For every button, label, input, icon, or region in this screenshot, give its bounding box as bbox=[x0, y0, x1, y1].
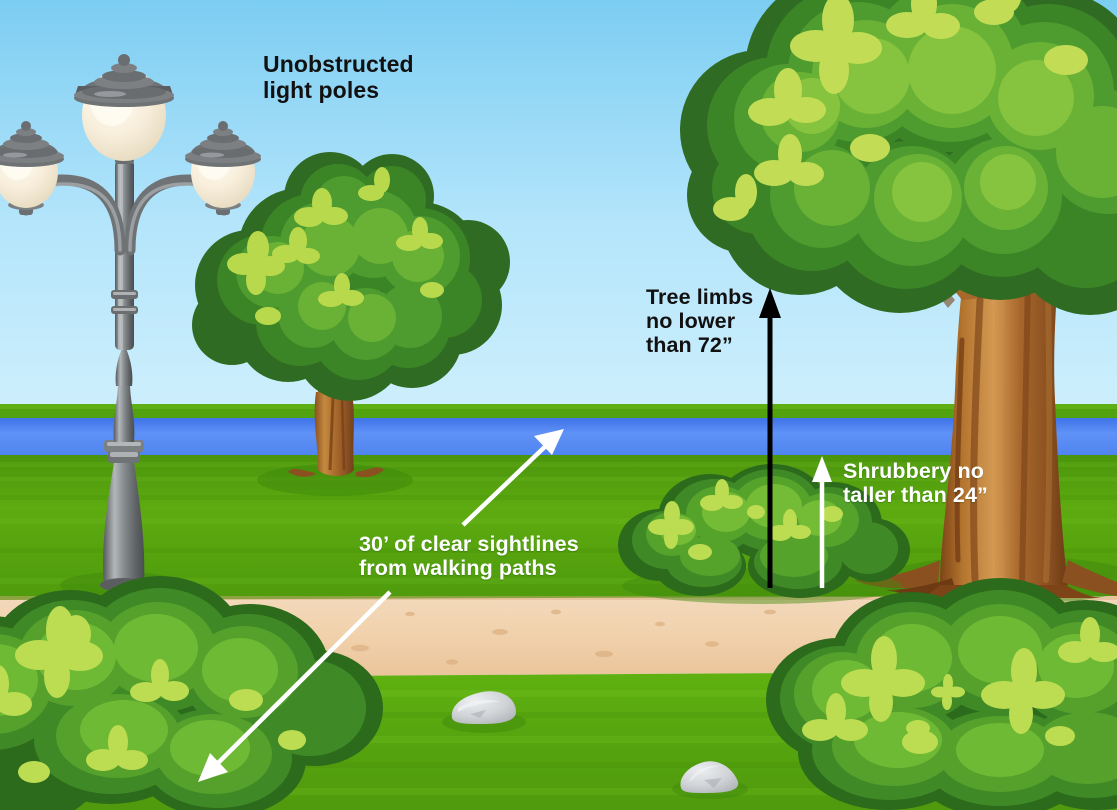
rock-2 bbox=[672, 761, 748, 799]
grass-stripes-mid bbox=[0, 462, 1117, 584]
grass-stripes-near bbox=[0, 690, 1117, 795]
lamp-post-base bbox=[103, 462, 145, 585]
label-tree-limbs: Tree limbs no lower than 72” bbox=[646, 285, 754, 358]
sightline-arrow-lower bbox=[198, 590, 392, 782]
label-unobstructed-light-poles: Unobstructed light poles bbox=[263, 51, 414, 103]
large-tree-canopy bbox=[680, 0, 1117, 315]
shrub-height-arrow bbox=[812, 456, 832, 588]
large-tree-leaf-highlights bbox=[713, 0, 1088, 221]
label-sightlines: 30’ of clear sightlines from walking pat… bbox=[359, 532, 579, 581]
tree-limb-arrow bbox=[759, 288, 781, 588]
sightline-arrow-upper bbox=[461, 429, 564, 527]
shrub-leaf-highlights bbox=[648, 479, 843, 560]
label-shrubbery: Shrubbery no taller than 24” bbox=[843, 459, 988, 508]
bush-right-leaf-highlights bbox=[802, 617, 1117, 754]
rock-1 bbox=[442, 691, 526, 733]
lamp-center bbox=[74, 54, 174, 164]
bush-left-leaf-highlights bbox=[0, 606, 306, 783]
lamp-right bbox=[185, 121, 261, 215]
midground-tree-canopy bbox=[192, 152, 510, 401]
midground-leaf-highlights bbox=[227, 167, 444, 325]
foreground-bush-right bbox=[766, 578, 1117, 810]
lamp-left bbox=[0, 121, 64, 215]
